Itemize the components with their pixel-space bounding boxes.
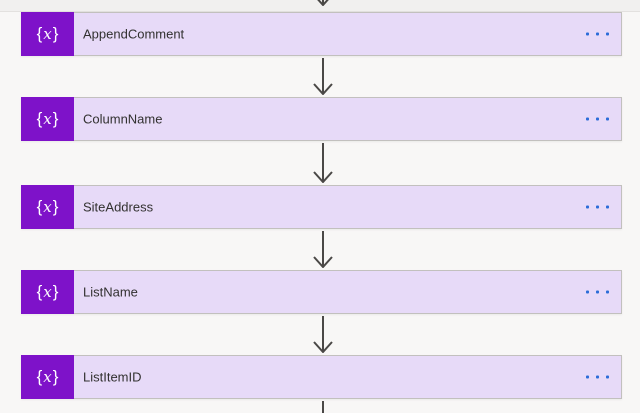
variable-x: x — [43, 368, 52, 386]
brace-close: } — [52, 367, 59, 386]
action-card[interactable]: {x} ListName — [21, 270, 622, 314]
brace-open: { — [36, 367, 43, 386]
action-card-title: ColumnName — [83, 111, 163, 127]
variable-x: x — [43, 198, 52, 216]
ellipsis-icon — [586, 32, 609, 36]
variable-x: x — [43, 25, 52, 43]
canvas-top-strip — [0, 0, 640, 12]
action-card-title: ListItemID — [83, 369, 142, 385]
brace-open: { — [36, 109, 43, 128]
connector-arrow-icon[interactable] — [310, 143, 336, 183]
connector-line[interactable] — [322, 401, 324, 413]
ellipsis-icon — [586, 205, 609, 209]
card-menu-button[interactable] — [580, 370, 615, 385]
variable-icon: {x} — [21, 97, 74, 141]
action-card[interactable]: {x} SiteAddress — [21, 185, 622, 229]
brace-open: { — [36, 282, 43, 301]
variable-icon: {x} — [21, 355, 74, 399]
connector-arrow-icon[interactable] — [310, 316, 336, 353]
brace-open: { — [36, 24, 43, 43]
variable-x: x — [43, 110, 52, 128]
variable-icon: {x} — [21, 270, 74, 314]
connector-arrow-icon[interactable] — [310, 231, 336, 268]
brace-open: { — [36, 197, 43, 216]
action-card-title: AppendComment — [83, 26, 185, 42]
connector-arrow-icon[interactable] — [310, 0, 336, 6]
action-card[interactable]: {x} ColumnName — [21, 97, 622, 141]
brace-close: } — [52, 197, 59, 216]
variable-icon: {x} — [21, 185, 74, 229]
connector-arrow-icon[interactable] — [310, 58, 336, 95]
action-card[interactable]: {x} ListItemID — [21, 355, 622, 399]
variable-icon: {x} — [21, 12, 74, 56]
ellipsis-icon — [586, 375, 609, 379]
brace-close: } — [52, 24, 59, 43]
card-menu-button[interactable] — [580, 27, 615, 42]
ellipsis-icon — [586, 290, 609, 294]
action-card-title: SiteAddress — [83, 199, 154, 215]
action-card-title: ListName — [83, 284, 138, 300]
card-menu-button[interactable] — [580, 112, 615, 127]
variable-x: x — [43, 283, 52, 301]
brace-close: } — [52, 282, 59, 301]
card-menu-button[interactable] — [580, 285, 615, 300]
ellipsis-icon — [586, 117, 609, 121]
brace-close: } — [52, 109, 59, 128]
action-card[interactable]: {x} AppendComment — [21, 12, 622, 56]
card-menu-button[interactable] — [580, 200, 615, 215]
